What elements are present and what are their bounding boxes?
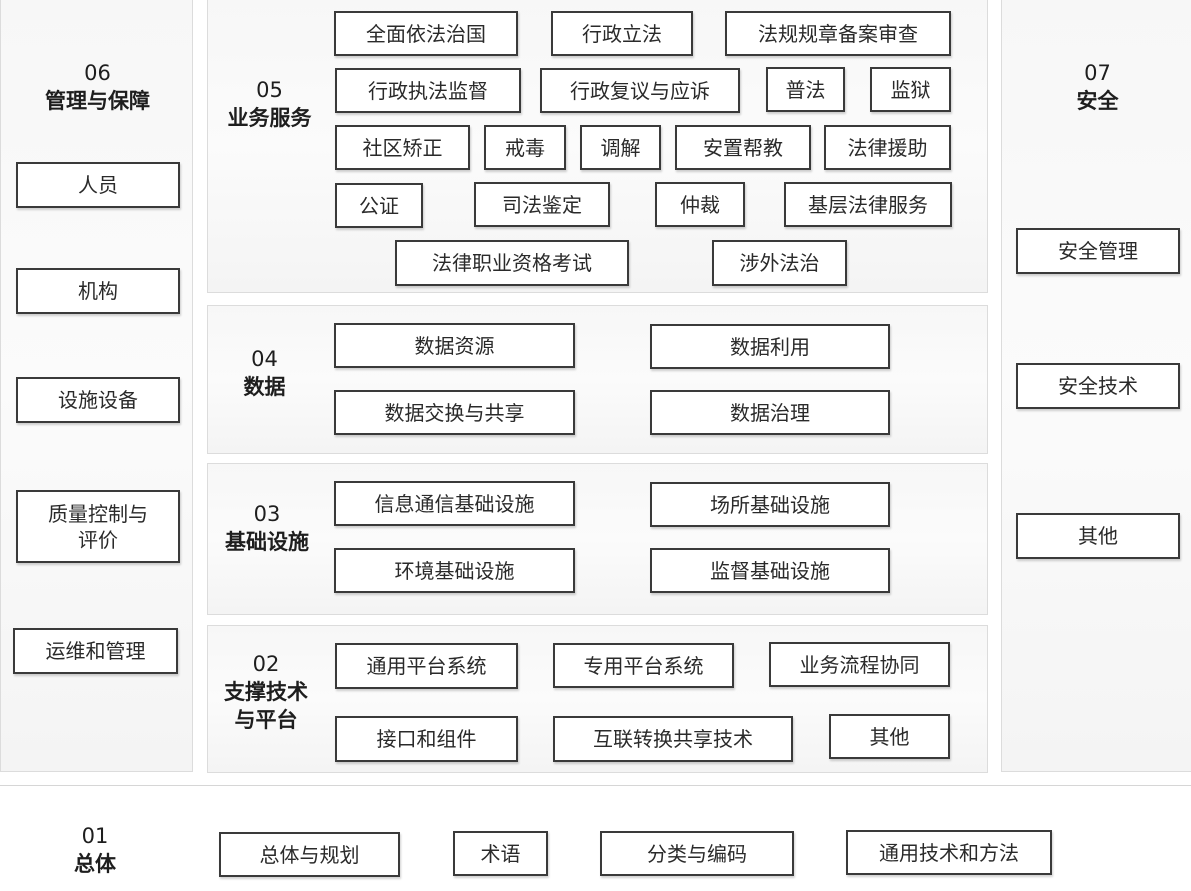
business-item: 全面依法治国: [334, 11, 518, 56]
business-item: 行政执法监督: [335, 68, 521, 113]
management-title: 管理与保障: [45, 89, 150, 113]
management-item: 设施设备: [16, 377, 180, 423]
infrastructure-item: 环境基础设施: [334, 548, 575, 593]
management-item: 机构: [16, 268, 180, 314]
business-item: 安置帮教: [675, 125, 811, 170]
platform-label: 02 支撑技术 与平台: [212, 650, 320, 734]
data-title: 数据: [243, 375, 286, 399]
platform-item: 接口和组件: [335, 716, 518, 762]
security-title: 安全: [1076, 89, 1119, 113]
business-item: 行政复议与应诉: [540, 68, 740, 113]
business-item: 公证: [335, 183, 423, 228]
data-label: 04 数据: [212, 345, 317, 401]
platform-item: 专用平台系统: [553, 643, 734, 688]
business-item: 监狱: [870, 67, 951, 112]
business-item: 普法: [766, 67, 845, 112]
business-item: 法律职业资格考试: [395, 240, 629, 286]
business-item: 戒毒: [484, 125, 566, 170]
business-label: 05 业务服务: [212, 76, 327, 132]
infrastructure-item: 监督基础设施: [650, 548, 890, 593]
platform-title-line2: 与平台: [234, 708, 298, 732]
business-item: 调解: [580, 125, 661, 170]
management-item: 人员: [16, 162, 180, 208]
general-label: 01 总体: [40, 822, 150, 878]
security-item: 安全管理: [1016, 228, 1180, 274]
data-item: 数据资源: [334, 323, 575, 368]
business-number: 05: [256, 78, 283, 102]
business-item: 法律援助: [824, 125, 951, 170]
security-item: 其他: [1016, 513, 1180, 559]
management-item: 质量控制与 评价: [16, 490, 180, 563]
infrastructure-item: 信息通信基础设施: [334, 481, 575, 526]
data-item: 数据交换与共享: [334, 390, 575, 435]
business-item: 社区矫正: [335, 125, 470, 170]
general-item: 术语: [453, 831, 548, 876]
platform-number: 02: [252, 652, 280, 676]
general-title: 总体: [74, 852, 116, 876]
business-item: 基层法律服务: [784, 182, 952, 227]
management-label: 06 管理与保障: [20, 59, 175, 115]
infrastructure-item: 场所基础设施: [650, 482, 890, 527]
data-item: 数据治理: [650, 390, 890, 435]
infrastructure-number: 03: [253, 502, 281, 526]
business-item: 仲裁: [655, 182, 745, 227]
data-item: 数据利用: [650, 324, 890, 369]
general-item: 分类与编码: [600, 831, 794, 876]
infrastructure-title: 基础设施: [225, 530, 309, 554]
security-item: 安全技术: [1016, 363, 1180, 409]
business-title: 业务服务: [227, 106, 312, 130]
management-number: 06: [84, 61, 111, 85]
business-item: 行政立法: [551, 11, 693, 56]
general-number: 01: [81, 824, 109, 848]
platform-item: 通用平台系统: [335, 643, 518, 689]
infrastructure-label: 03 基础设施: [212, 500, 322, 556]
platform-item: 其他: [829, 714, 950, 759]
divider-line: [0, 785, 1191, 786]
security-number: 07: [1084, 61, 1111, 85]
business-item: 法规规章备案审查: [725, 11, 951, 56]
business-item: 司法鉴定: [474, 182, 610, 227]
general-item: 通用技术和方法: [846, 830, 1052, 875]
general-item: 总体与规划: [219, 832, 400, 877]
platform-item: 互联转换共享技术: [553, 716, 793, 762]
management-item: 运维和管理: [13, 628, 178, 674]
platform-title-line1: 支撑技术: [224, 680, 308, 704]
business-item: 涉外法治: [712, 240, 847, 286]
platform-item: 业务流程协同: [769, 642, 950, 687]
security-label: 07 安全: [1020, 59, 1175, 115]
data-number: 04: [251, 347, 278, 371]
